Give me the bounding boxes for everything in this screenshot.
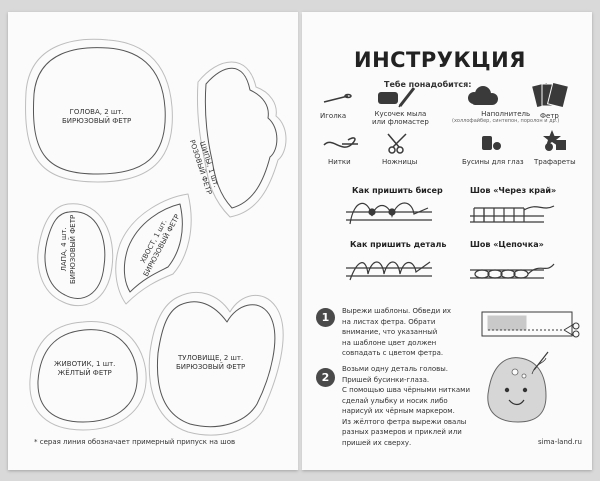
- tool-felt: Фетр: [540, 112, 559, 120]
- step-1-line: совпадать с цветом фетра.: [342, 349, 444, 357]
- site-url: sima-land.ru: [538, 438, 582, 446]
- edge-stitch-title: Шов «Через край»: [470, 186, 557, 195]
- paw-template: [44, 211, 106, 299]
- page-title: ИНСТРУКЦИЯ: [354, 48, 526, 72]
- tool-scissors-label: Ножницы: [382, 158, 418, 166]
- chain-stitch-title: Шов «Цепочка»: [470, 240, 544, 249]
- belly-label-color: ЖЁЛТЫЙ ФЕТР: [57, 369, 112, 377]
- step-2-line: пришей их сверху.: [342, 438, 412, 447]
- tool-soap: Кусочек мыла или фломастер: [372, 110, 429, 126]
- head-label-color: БИРЮЗОВЫЙ ФЕТР: [62, 117, 132, 125]
- head-label: ГОЛОВА, 2 шт. БИРЮЗОВЫЙ ФЕТР: [62, 108, 131, 126]
- edge-stitch-diagram: [470, 205, 555, 223]
- instruction-illustrations: [323, 81, 580, 423]
- beads-icon: [482, 136, 501, 150]
- head-label-name: ГОЛОВА, 2 шт.: [69, 108, 124, 116]
- stencils-icon: [543, 130, 566, 151]
- body-template-allowance: [148, 291, 284, 436]
- step-2-number: 2: [316, 368, 335, 387]
- seam-allowance-footnote: * серая линия обозначает примерный припу…: [34, 438, 236, 446]
- step-1-line: на шаблоне цвет должен: [342, 338, 437, 347]
- head-template-allowance: [25, 38, 173, 183]
- tool-thread: Нитки: [328, 158, 351, 166]
- belly-template-allowance: [29, 321, 147, 431]
- head-illustration: [487, 351, 549, 423]
- tool-stencils: Трафареты: [534, 158, 576, 166]
- step-1-text: Вырежи шаблоны. Обведи их на листах фетр…: [342, 306, 451, 359]
- tool-filler: Наполнитель (холлофайбер, синтепон, поро…: [452, 110, 559, 124]
- step-2-line: Из жёлтого фетра вырежи овалы: [342, 417, 467, 426]
- soap-marker-icon: [378, 87, 416, 108]
- bead-stitch-diagram: [346, 202, 432, 225]
- step-2-line: Возьми одну деталь головы.: [342, 365, 448, 373]
- cutting-illustration: [481, 311, 580, 338]
- paw-label-color: БИРЮЗОВЫЙ ФЕТР: [69, 214, 77, 284]
- step-2-line: сделай улыбку и носик либо: [342, 396, 448, 405]
- tool-needle: Иголка: [320, 112, 346, 120]
- tool-soap-label-2: или фломастер: [372, 118, 429, 126]
- tool-filler-note: (холлофайбер, синтепон, поролон и др.): [452, 118, 560, 124]
- body-label-name: ТУЛОВИЩЕ, 2 шт.: [177, 354, 244, 362]
- paw-template-allowance: [37, 203, 114, 307]
- tool-beads-label: Бусины для глаз: [462, 158, 524, 166]
- belly-template: [37, 329, 138, 423]
- step-1-number: 1: [316, 308, 335, 327]
- head-template: [32, 47, 166, 175]
- belly-label-name: ЖИВОТИК, 1 шт.: [54, 360, 116, 368]
- step-2-line: разных размеров и приклей или: [342, 428, 462, 436]
- body-label-color: БИРЮЗОВЫЙ ФЕТР: [176, 363, 246, 371]
- tail-template: [123, 203, 183, 293]
- chain-stitch-diagram: [470, 263, 555, 279]
- belly-label: ЖИВОТИК, 1 шт. ЖЁЛТЫЙ ФЕТР: [54, 360, 115, 378]
- left-page-templates: ГОЛОВА, 2 шт. БИРЮЗОВЫЙ ФЕТР ШИПЫ, 1 шт.…: [8, 12, 298, 470]
- right-page-instructions: ИНСТРУКЦИЯ Тебе понадобится:: [302, 12, 592, 470]
- step-2-line: нарисуй их чёрным маркером.: [342, 407, 455, 415]
- tool-soap-label: Кусочек мыла: [374, 110, 427, 118]
- body-template: [156, 301, 276, 428]
- bead-stitch-title: Как пришить бисер: [352, 186, 443, 195]
- scissors-icon: [387, 133, 407, 154]
- detail-stitch-diagram: [346, 261, 432, 281]
- tail-template-allowance: [115, 193, 192, 305]
- paw-label-name: ЛАПА, 4 шт.: [60, 227, 68, 272]
- tool-felt-label: Фетр: [540, 112, 559, 120]
- crest-template-allowance: [197, 61, 287, 218]
- thread-icon: [323, 137, 358, 148]
- felt-sheets-icon: [530, 81, 570, 109]
- detail-stitch-title: Как пришить деталь: [350, 240, 447, 249]
- tool-filler-label: Наполнитель: [481, 110, 531, 118]
- step-2-text: Возьми одну деталь головы. Пришей бусинк…: [342, 364, 470, 448]
- filler-cloud-icon: [468, 86, 498, 105]
- needle-icon: [323, 93, 352, 103]
- step-1-line: на листах фетра. Обрати: [342, 317, 436, 326]
- tool-scissors: Ножницы: [382, 158, 417, 166]
- template-shapes: [25, 38, 287, 436]
- tool-stencils-label: Трафареты: [534, 158, 576, 166]
- tool-needle-label: Иголка: [320, 112, 347, 120]
- materials-title: Тебе понадобится:: [384, 80, 472, 89]
- step-1-line: внимание, что указанный: [342, 328, 438, 336]
- book-spine: [298, 12, 302, 470]
- body-label: ТУЛОВИЩЕ, 2 шт. БИРЮЗОВЫЙ ФЕТР: [176, 354, 245, 372]
- step-1-line: Вырежи шаблоны. Обведи их: [342, 307, 452, 315]
- tool-beads: Бусины для глаз: [462, 158, 524, 166]
- step-2-line: Пришей бусинки-глаза.: [342, 375, 430, 384]
- tool-thread-label: Нитки: [328, 158, 351, 166]
- step-2-line: С помощью шва чёрными нитками: [342, 386, 471, 394]
- paw-label: ЛАПА, 4 шт. БИРЮЗОВЫЙ ФЕТР: [60, 215, 78, 284]
- crest-template: [204, 67, 278, 209]
